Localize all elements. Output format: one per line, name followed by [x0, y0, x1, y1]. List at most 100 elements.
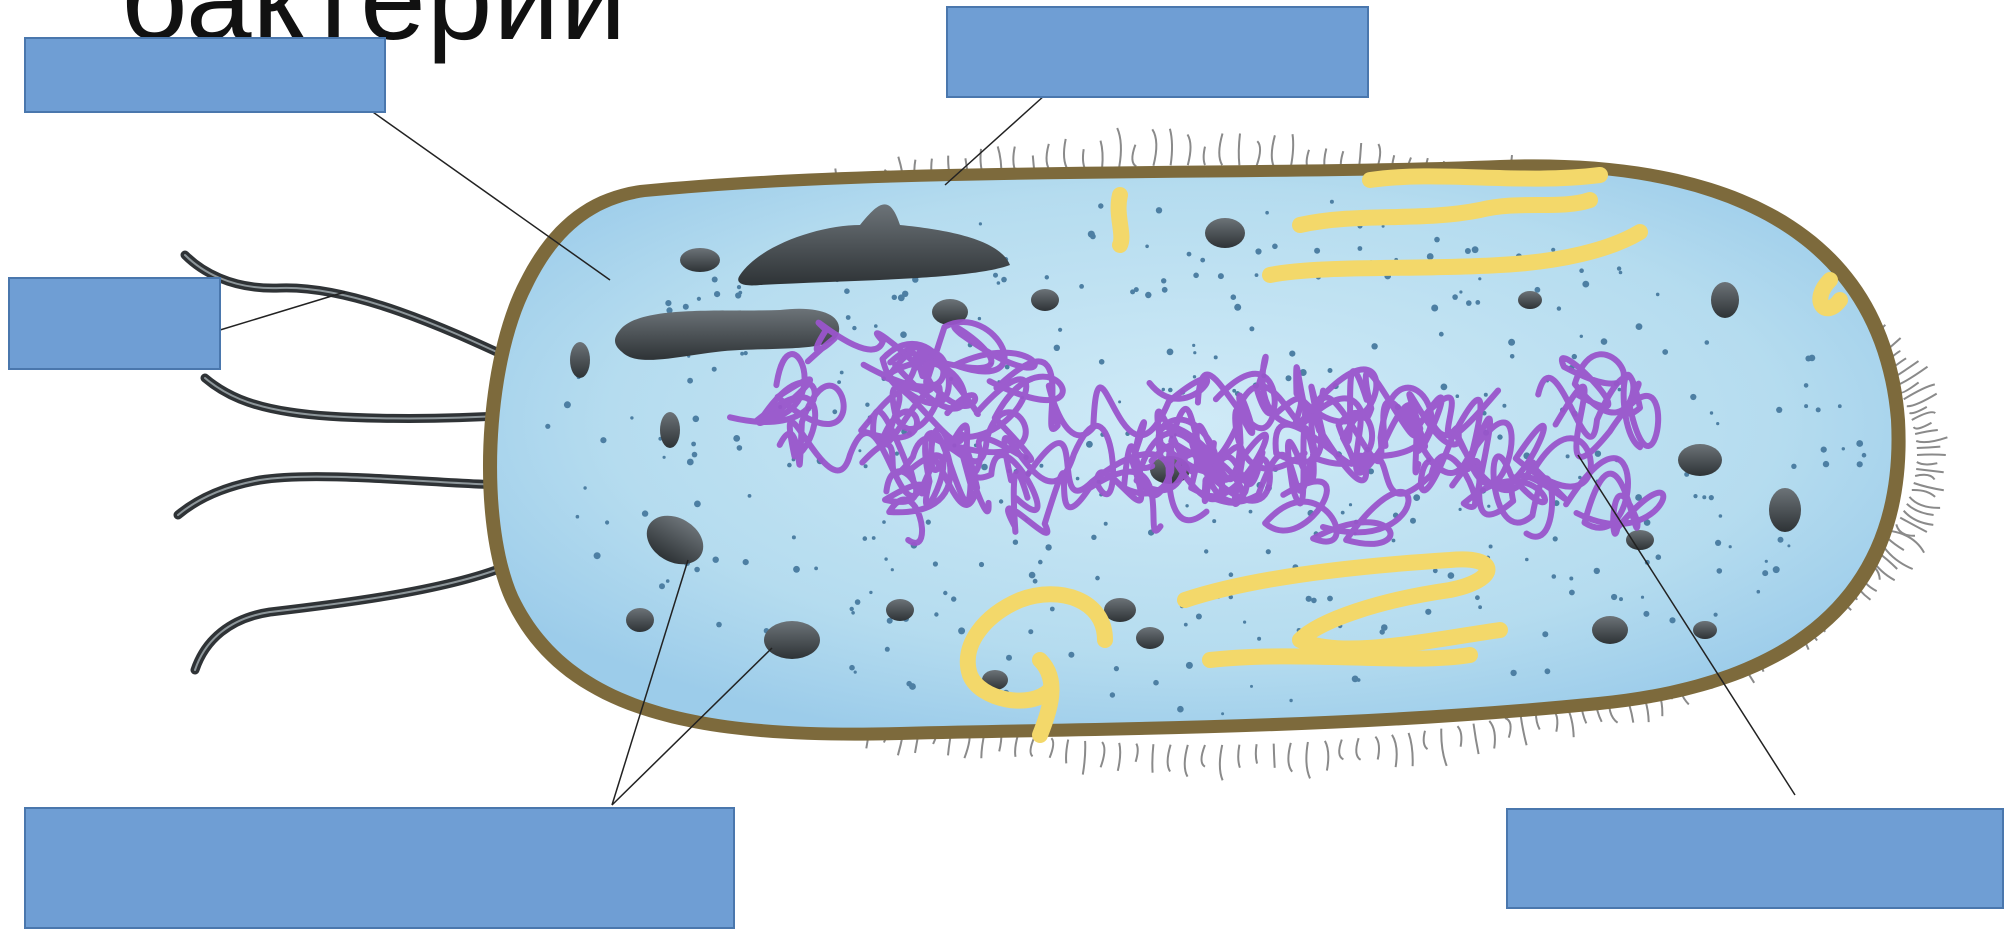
pilus	[1204, 147, 1205, 165]
ribosome-dot	[693, 416, 700, 423]
ribosome-dot	[1478, 277, 1481, 280]
pilus	[1132, 145, 1136, 167]
ribosome-dot	[1185, 504, 1188, 507]
pilus	[1474, 724, 1479, 755]
ribosome-dot	[1552, 574, 1557, 579]
pilus	[1910, 497, 1941, 508]
ribosome-dot	[1289, 699, 1292, 702]
ribosome-dot	[1641, 596, 1644, 599]
ribosome-dot	[1856, 440, 1863, 447]
ribosome-dot	[1497, 434, 1502, 439]
ribosome-dot	[665, 300, 671, 306]
ribosome-dot	[1272, 244, 1278, 250]
label-box-nucleoid[interactable]	[1506, 808, 2004, 909]
ribosome-dot	[885, 647, 890, 652]
ribosome-dot	[1821, 447, 1827, 453]
ribosome-dot	[1028, 629, 1033, 634]
ribosome-dot	[1762, 570, 1768, 576]
ribosome-dot	[1091, 535, 1096, 540]
pilus	[1912, 490, 1935, 497]
ribosome-dot	[997, 281, 1001, 285]
ribosome-dot	[1580, 335, 1583, 338]
pilus	[1375, 737, 1379, 760]
ribosome-dot	[1118, 400, 1121, 403]
ribosome-dot	[712, 367, 717, 372]
ribosome-dot	[846, 315, 851, 320]
ribosome-dot	[1045, 544, 1051, 550]
ribosome-dot	[1619, 597, 1623, 601]
ribosome-dot	[666, 579, 670, 583]
pilus	[1288, 743, 1292, 772]
ribosome-dot	[1079, 284, 1084, 289]
ribosome-dot	[1702, 495, 1706, 499]
ribosome-dot	[1535, 287, 1541, 293]
ribosome-dot	[1693, 494, 1697, 498]
ribosome-dot	[837, 380, 841, 384]
label-box-inclusions[interactable]	[24, 807, 735, 929]
pilus	[1257, 141, 1260, 166]
pilus	[1202, 745, 1206, 767]
ribosome-dot	[716, 622, 722, 628]
label-box-capsule[interactable]	[24, 37, 386, 113]
ribosome-dot	[1582, 281, 1589, 288]
pilus	[1256, 744, 1257, 763]
ribosome-dot	[1459, 290, 1462, 293]
ribosome-dot	[1352, 676, 1359, 683]
ribosome-dot	[1221, 712, 1224, 715]
ribosome-dot	[1579, 268, 1584, 273]
ribosome-dot	[1557, 306, 1561, 310]
ribosome-dot	[854, 671, 857, 674]
ribosome-dot	[1314, 248, 1320, 254]
ribosome-dot	[993, 273, 998, 278]
ribosome-dot	[1212, 519, 1216, 523]
ribosome-dot	[1266, 549, 1271, 554]
ribosome-dot	[1709, 495, 1714, 500]
ribosome-dot	[787, 463, 792, 468]
ribosome-dot	[1717, 568, 1723, 574]
ribosome-dot	[1193, 351, 1196, 354]
ribosome-dot	[1572, 354, 1577, 359]
ribosome-dot	[1029, 572, 1036, 579]
label-box-membrane[interactable]	[946, 6, 1369, 98]
ribosome-dot	[687, 378, 693, 384]
ribosome-dot	[1218, 273, 1224, 279]
pilus	[1896, 524, 1915, 535]
ribosome-dot	[1110, 692, 1115, 697]
ribosome-dot	[1434, 237, 1440, 243]
pilus	[1917, 447, 1941, 448]
ribosome-dot	[737, 445, 743, 451]
ribosome-dot	[792, 535, 796, 539]
label-box-flagella[interactable]	[8, 277, 221, 370]
ribosome-dot	[1187, 252, 1192, 257]
pilus	[1015, 735, 1018, 757]
ribosome-dot	[1193, 273, 1199, 279]
ribosome-dot	[1617, 266, 1621, 270]
ribosome-dot	[1130, 289, 1135, 294]
pilus	[1152, 744, 1153, 773]
ribosome-dot	[692, 452, 698, 458]
ribosome-dot	[1145, 292, 1151, 298]
ribosome-dot	[1250, 685, 1253, 688]
ribosome-dot	[663, 456, 666, 459]
ribosome-dot	[1510, 670, 1516, 676]
ribosome-dot	[1715, 540, 1721, 546]
pilus	[1152, 129, 1156, 166]
flagella	[178, 255, 525, 670]
ribosome-dot	[1204, 549, 1208, 553]
pilus	[1118, 743, 1120, 771]
ribosome-dot	[1327, 596, 1333, 602]
ribosome-dot	[1456, 394, 1460, 398]
pilus	[1887, 538, 1904, 550]
ribosome-dot	[1054, 345, 1060, 351]
ribosome-dot	[1038, 560, 1043, 565]
pilus	[1521, 715, 1527, 745]
ribosome-dot	[1553, 536, 1558, 541]
ribosome-dot	[1045, 275, 1049, 279]
ribosome-dot	[1452, 294, 1458, 300]
pilus	[1489, 721, 1495, 749]
ribosome-dot	[1392, 539, 1396, 543]
ribosome-dot	[1104, 522, 1108, 526]
ribosome-dot	[1249, 510, 1253, 514]
ribosome-dot	[864, 464, 868, 468]
ribosome-dot	[740, 352, 744, 356]
